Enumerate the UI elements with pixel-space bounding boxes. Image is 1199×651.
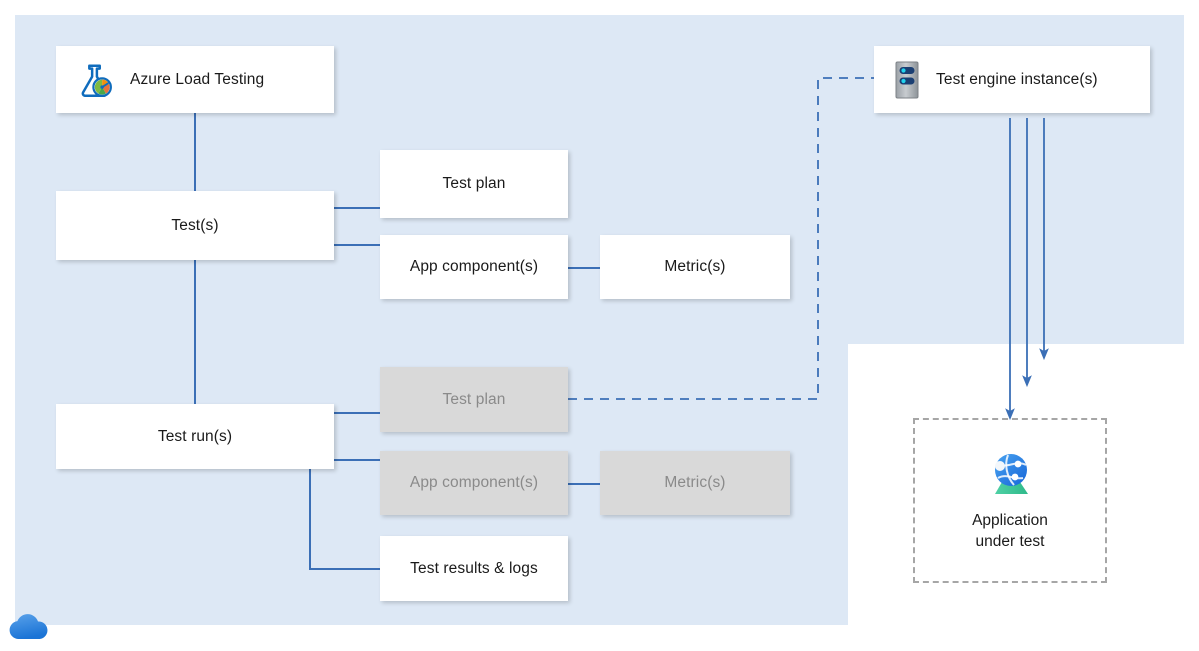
node-test-plan[interactable]: Test plan bbox=[380, 150, 568, 218]
node-metrics[interactable]: Metric(s) bbox=[600, 235, 790, 299]
connector-test-runs-results-vertical bbox=[309, 460, 311, 569]
connector-test-runs-results-horizontal bbox=[309, 568, 380, 570]
node-label: Test(s) bbox=[171, 216, 219, 234]
globe-network-icon bbox=[983, 449, 1037, 499]
node-app-components[interactable]: App component(s) bbox=[380, 235, 568, 299]
node-run-metrics: Metric(s) bbox=[600, 451, 790, 515]
node-label: Test run(s) bbox=[157, 427, 233, 445]
node-label: Test results & logs bbox=[410, 559, 538, 577]
node-label: Test engine instance(s) bbox=[936, 70, 1098, 88]
node-azure-load-testing[interactable]: Azure Load Testing bbox=[56, 46, 334, 113]
node-label: Test plan bbox=[442, 390, 506, 408]
application-under-test-label: Application under test bbox=[972, 511, 1048, 551]
flask-gauge-icon bbox=[76, 61, 114, 99]
node-test-results-and-logs[interactable]: Test results & logs bbox=[380, 536, 568, 601]
connector-run-app-components-to-run-metrics bbox=[568, 483, 600, 485]
node-label: Test plan bbox=[442, 175, 506, 192]
node-tests[interactable]: Test(s) bbox=[56, 191, 334, 260]
node-test-runs[interactable]: Test run(s) bbox=[56, 404, 334, 469]
node-label: App component(s) bbox=[409, 474, 539, 491]
node-run-test-plan: Test plan bbox=[380, 367, 568, 432]
connector-test-runs-to-run-test-plan bbox=[334, 412, 380, 414]
cloud-icon bbox=[7, 610, 51, 642]
connector-tests-to-test-plan bbox=[334, 207, 380, 209]
connector-test-runs-to-run-app-components bbox=[334, 459, 380, 461]
application-under-test-label-line2: under test bbox=[975, 532, 1045, 550]
application-under-test-label-line1: Application bbox=[972, 512, 1048, 530]
connector-app-components-to-metrics bbox=[568, 267, 600, 269]
node-label: Azure Load Testing bbox=[130, 70, 265, 88]
node-test-engine-instances[interactable]: Test engine instance(s) bbox=[874, 46, 1150, 113]
node-application-under-test[interactable]: Application under test bbox=[913, 418, 1107, 583]
node-label: Metric(s) bbox=[664, 474, 726, 491]
connector-tests-to-test-runs bbox=[194, 260, 196, 404]
connector-tests-to-app-components bbox=[334, 244, 380, 246]
node-label: Metric(s) bbox=[664, 258, 726, 275]
node-run-app-components: App component(s) bbox=[380, 451, 568, 515]
node-label: App component(s) bbox=[409, 258, 539, 275]
server-instance-icon bbox=[892, 60, 922, 100]
connector-service-to-tests bbox=[194, 113, 196, 191]
